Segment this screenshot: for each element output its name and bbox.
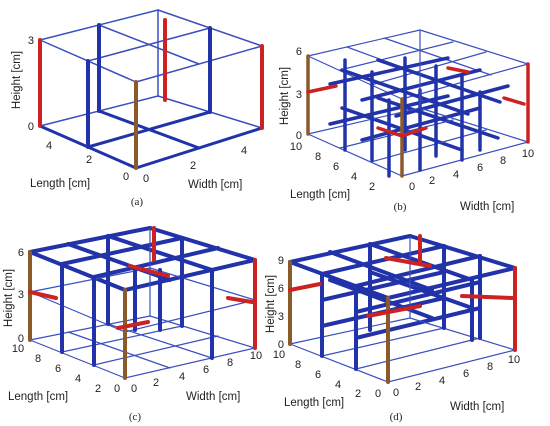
panel-d-width-tick: 0 [393, 387, 399, 399]
panel-c: Height [cm] 6 3 0 10 8 6 4 2 0 Length [c… [3, 226, 262, 423]
panel-b-height-tick: 3 [296, 89, 302, 101]
panel-c-width-tick: 8 [227, 357, 233, 369]
panel-b-width-tick: 4 [453, 169, 459, 181]
panel-c-height-tick: 3 [18, 289, 24, 301]
panel-a-lattice [38, 9, 264, 170]
panel-b-length-tick: 6 [333, 161, 339, 173]
panel-b-width-tick: 2 [429, 175, 435, 187]
panel-b-caption: (b) [394, 201, 407, 213]
panel-c-length-tick: 2 [95, 383, 101, 395]
panel-c-height-label: Height [cm] [3, 269, 15, 327]
panel-d: Height [cm] 9 6 3 0 10 8 6 4 2 0 Length … [265, 234, 520, 423]
panel-b-width-tick: 6 [477, 162, 483, 174]
panel-a-height-tick: 3 [28, 35, 34, 47]
panel-d-width-tick: 8 [487, 361, 493, 373]
panel-c-width-tick: 0 [131, 383, 137, 395]
panel-b: Height [cm] 6 3 0 10 8 6 4 2 Length [cm]… [279, 29, 534, 213]
panel-b-length-tick: 10 [290, 141, 302, 153]
panel-d-length-tick: 2 [355, 388, 361, 400]
panel-c-axes: Height [cm] 6 3 0 10 8 6 4 2 0 Length [c… [3, 247, 262, 403]
panel-c-width-tick: 2 [153, 377, 159, 389]
panel-a-width-label: Width [cm] [188, 179, 242, 191]
panel-c-caption: (c) [129, 411, 142, 423]
panel-b-length-tick: 8 [315, 151, 321, 163]
panel-d-height-label: Height [cm] [265, 275, 277, 333]
panel-b-axes: Height [cm] 6 3 0 10 8 6 4 2 Length [cm]… [279, 46, 534, 213]
panel-d-width-label: Width [cm] [450, 401, 504, 413]
panel-b-lattice [306, 29, 530, 178]
panel-a-width-tick: 0 [143, 173, 149, 185]
panel-b-height-label: Height [cm] [279, 67, 291, 125]
panel-d-height-tick: 3 [278, 311, 284, 323]
panel-b-width-tick: 8 [500, 155, 506, 167]
panel-d-length-tick: 4 [335, 379, 341, 391]
panel-b-height-tick: 6 [296, 46, 302, 58]
panel-b-length-label: Length [cm] [290, 189, 350, 201]
panel-d-length-tick: 10 [273, 349, 285, 361]
panel-b-width-label: Width [cm] [460, 201, 514, 213]
panel-a-width-tick: 2 [190, 160, 196, 172]
panel-a-height-label: Height [cm] [11, 51, 23, 109]
panel-b-width-tick: 10 [522, 148, 534, 160]
panel-a-axes: Height [cm] 3 0 4 2 0 Length [cm] 0 2 4 … [11, 35, 247, 191]
panel-d-caption: (d) [390, 411, 403, 423]
panel-c-width-tick: 4 [179, 371, 185, 383]
panel-b-length-tick: 2 [369, 181, 375, 193]
panel-c-length-label: Length [cm] [8, 391, 68, 403]
panel-d-lattice [288, 234, 517, 384]
panel-d-height-tick: 9 [278, 255, 284, 267]
panel-d-length-tick: 8 [295, 359, 301, 371]
panel-d-width-tick: 10 [508, 354, 520, 366]
panel-d-length-label: Length [cm] [284, 397, 344, 409]
panel-a-width-tick: 4 [241, 145, 247, 157]
panel-d-width-tick: 4 [439, 375, 445, 387]
panel-c-height-tick: 0 [18, 333, 24, 345]
panel-b-width-tick: 0 [409, 181, 415, 193]
panel-d-length-tick: 6 [315, 369, 321, 381]
panel-d-height-tick: 0 [278, 339, 284, 351]
panel-c-lattice [28, 226, 257, 380]
panel-a-length-tick: 2 [86, 154, 92, 166]
panel-a-height-tick: 0 [28, 121, 34, 133]
panel-b-height-tick: 0 [296, 130, 302, 142]
panel-c-length-tick: 0 [114, 383, 120, 395]
panel-d-width-tick: 2 [415, 381, 421, 393]
panel-a-length-label: Length [cm] [30, 178, 90, 190]
panel-d-height-tick: 6 [278, 283, 284, 295]
panel-d-axes: Height [cm] 9 6 3 0 10 8 6 4 2 0 Length … [265, 255, 520, 413]
panel-a-length-tick: 4 [46, 140, 52, 152]
panel-c-width-label: Width [cm] [186, 391, 240, 403]
panel-a: Height [cm] 3 0 4 2 0 Length [cm] 0 2 4 … [11, 9, 264, 208]
panel-c-length-tick: 10 [12, 343, 24, 355]
panel-c-width-tick: 6 [203, 364, 209, 376]
panel-d-width-tick: 6 [463, 368, 469, 380]
panel-a-length-tick: 0 [123, 171, 129, 183]
panel-d-length-tick: 0 [375, 388, 381, 400]
panel-c-length-tick: 8 [35, 353, 41, 365]
panel-c-length-tick: 6 [55, 363, 61, 375]
panel-a-caption: (a) [131, 196, 144, 208]
panel-b-length-tick: 4 [351, 171, 357, 183]
panel-c-height-tick: 6 [18, 247, 24, 259]
panel-c-width-tick: 10 [250, 350, 262, 362]
panel-c-length-tick: 4 [75, 373, 81, 385]
